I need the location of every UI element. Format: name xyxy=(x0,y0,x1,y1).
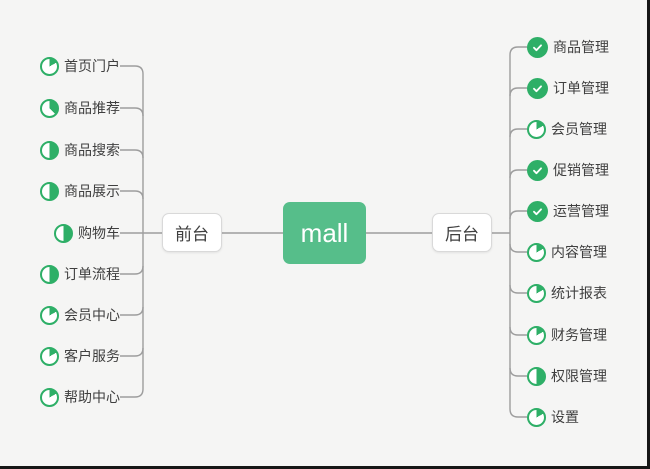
progress-pie-icon xyxy=(40,98,59,118)
topic-label: 首页门户 xyxy=(64,58,120,74)
topic-label: 会员中心 xyxy=(64,307,120,323)
done-check-icon xyxy=(527,36,548,58)
mindmap-topic[interactable]: 购物车 xyxy=(54,222,120,244)
mindmap-topic[interactable]: 内容管理 xyxy=(527,241,607,263)
progress-pie-icon xyxy=(40,181,59,201)
progress-pie-icon xyxy=(527,366,546,386)
mindmap-topic[interactable]: 订单管理 xyxy=(527,77,609,99)
progress-pie-icon xyxy=(40,140,59,160)
window-edge-right xyxy=(647,0,650,469)
topic-label: 财务管理 xyxy=(551,327,607,343)
mindmap-topic[interactable]: 财务管理 xyxy=(527,324,607,346)
topic-label: 商品展示 xyxy=(64,183,120,199)
mindmap-topic[interactable]: 设置 xyxy=(527,406,579,428)
mindmap-topic[interactable]: 商品推荐 xyxy=(40,97,120,119)
mindmap-topic[interactable]: 商品搜索 xyxy=(40,139,120,161)
node-backend[interactable]: 后台 xyxy=(432,213,492,252)
progress-pie-icon xyxy=(527,119,546,139)
topic-label: 购物车 xyxy=(78,225,120,241)
progress-pie-icon xyxy=(40,56,59,76)
node-backend-label: 后台 xyxy=(445,225,479,244)
done-check-icon xyxy=(527,159,548,181)
progress-pie-icon xyxy=(527,242,546,262)
mindmap-topic[interactable]: 商品展示 xyxy=(40,180,120,202)
progress-pie-icon xyxy=(40,346,59,366)
topic-label: 设置 xyxy=(551,409,579,425)
mindmap-topic[interactable]: 促销管理 xyxy=(527,159,609,181)
mindmap-topic[interactable]: 首页门户 xyxy=(40,55,120,77)
mindmap-topic[interactable]: 会员管理 xyxy=(527,118,607,140)
mindmap-topic[interactable]: 商品管理 xyxy=(527,36,609,58)
progress-pie-icon xyxy=(40,305,59,325)
topic-label: 商品管理 xyxy=(553,39,609,55)
mindmap-topic[interactable]: 统计报表 xyxy=(527,282,607,304)
topic-label: 权限管理 xyxy=(551,368,607,384)
topic-label: 客户服务 xyxy=(64,348,120,364)
topic-label: 会员管理 xyxy=(551,121,607,137)
topic-label: 订单管理 xyxy=(553,80,609,96)
mindmap-topic[interactable]: 帮助中心 xyxy=(40,386,120,408)
topic-label: 商品推荐 xyxy=(64,100,120,116)
topic-label: 促销管理 xyxy=(553,162,609,178)
window-edge-bottom xyxy=(0,466,650,469)
node-mall-label: mall xyxy=(300,217,349,248)
mindmap-topic[interactable]: 客户服务 xyxy=(40,345,120,367)
mindmap-topic[interactable]: 权限管理 xyxy=(527,365,607,387)
progress-pie-icon xyxy=(527,283,546,303)
done-check-icon xyxy=(527,200,548,222)
done-check-icon xyxy=(527,77,548,99)
topic-label: 商品搜索 xyxy=(64,142,120,158)
topic-label: 运营管理 xyxy=(553,203,609,219)
topic-label: 订单流程 xyxy=(64,266,120,282)
topic-label: 统计报表 xyxy=(551,285,607,301)
mindmap-topic[interactable]: 运营管理 xyxy=(527,200,609,222)
progress-pie-icon xyxy=(40,264,59,284)
progress-pie-icon xyxy=(527,407,546,427)
topic-label: 帮助中心 xyxy=(64,389,120,405)
progress-pie-icon xyxy=(527,325,546,345)
mindmap-topic[interactable]: 订单流程 xyxy=(40,263,120,285)
node-frontend[interactable]: 前台 xyxy=(162,213,222,252)
progress-pie-icon xyxy=(54,223,73,243)
progress-pie-icon xyxy=(40,387,59,407)
topic-label: 内容管理 xyxy=(551,244,607,260)
mindmap-topic[interactable]: 会员中心 xyxy=(40,304,120,326)
node-mall[interactable]: mall xyxy=(283,202,366,264)
node-frontend-label: 前台 xyxy=(175,225,209,244)
